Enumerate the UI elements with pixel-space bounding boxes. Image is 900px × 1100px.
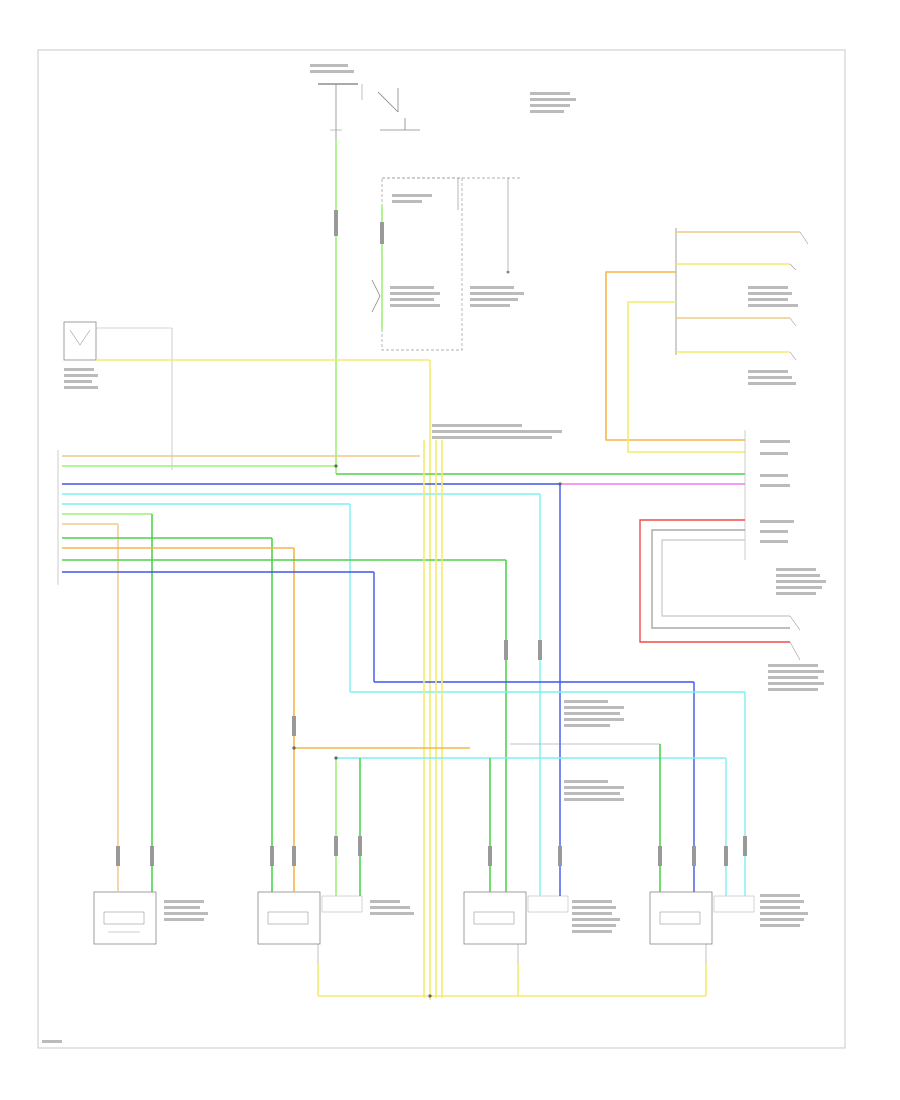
ac-compressor-clutch xyxy=(63,321,173,470)
actuator-ground-stubs xyxy=(317,944,707,964)
wire-yellow-bundle xyxy=(317,440,707,998)
diagram-border xyxy=(37,49,846,1049)
wire-light-green-feed xyxy=(335,140,383,465)
blower-motor xyxy=(675,228,809,361)
rear-blower-relay xyxy=(371,177,520,351)
mode-door-actuator xyxy=(257,891,363,945)
wire-blower-loop xyxy=(605,271,745,453)
air-temp-actuator-left xyxy=(649,891,755,945)
ignition-relay xyxy=(361,84,420,131)
air-temp-actuator-right xyxy=(463,891,569,945)
recirculation-actuator xyxy=(93,891,157,945)
wire-bus xyxy=(62,455,746,870)
wire-yellow-upper xyxy=(96,359,431,1000)
fuse-block xyxy=(318,83,358,140)
component-label-marks xyxy=(42,64,826,1043)
splice-points xyxy=(292,464,562,998)
wire-tag-marks xyxy=(116,210,747,866)
mode-actuator xyxy=(639,430,801,661)
actuator-feeds xyxy=(117,870,746,896)
